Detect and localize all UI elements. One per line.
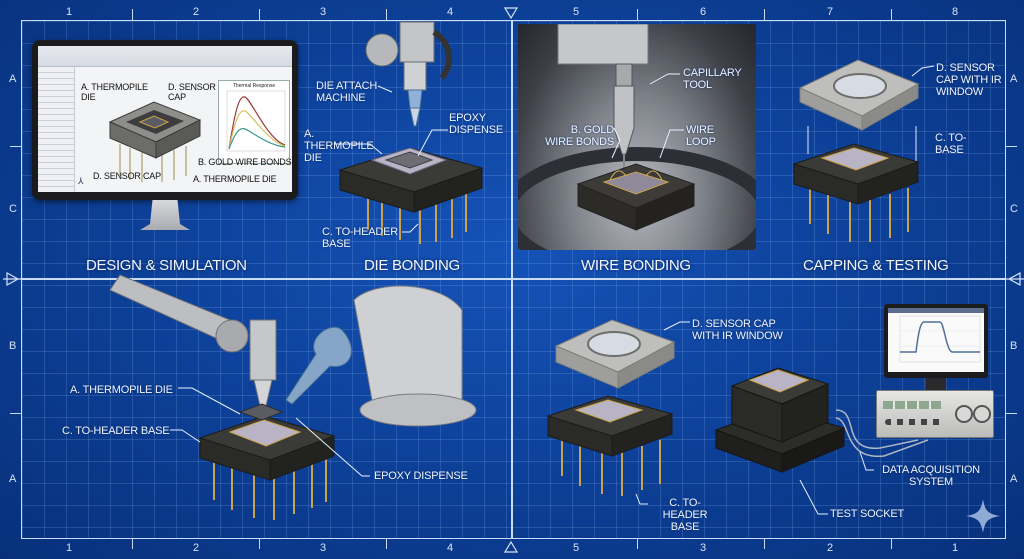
center-mark-top-icon: [503, 7, 519, 20]
thermal-response-chart: Thermal Response: [218, 80, 290, 164]
label-to-base: C. TO-BASE: [935, 132, 967, 156]
section-title-die-bonding: DIE BONDING: [364, 257, 460, 274]
cad-label-sensor-cap-bottom: D. SENSOR CAP: [93, 171, 161, 181]
to-header-capping-illustration: [792, 126, 920, 242]
ruler-top-label: 7: [827, 6, 834, 18]
daq-instrument: [876, 390, 994, 438]
label-test-socket: TEST SOCKET: [830, 508, 904, 520]
section-title-capping-testing: CAPPING & TESTING: [803, 257, 949, 274]
knob-icon: [955, 405, 973, 423]
ruler-right-label: B: [1010, 340, 1018, 352]
thermal-curves: [226, 90, 286, 152]
center-mark-bottom-icon: [503, 540, 519, 553]
die-attach-machine-illustration: [365, 21, 452, 127]
cad-feature-tree: [38, 67, 75, 192]
ruler-right-label: A: [1010, 473, 1018, 485]
label-capillary-tool: CAPILLARY TOOL: [683, 67, 742, 91]
daq-pulse-chart: [899, 315, 981, 363]
cad-monitor: Thermal Response A. THERMOPILE DIE D. SE…: [32, 40, 298, 200]
ruler-bottom-label: 5: [573, 542, 580, 554]
label-sensor-cap-ir-window-bottom: D. SENSOR CAP WITH IR WINDOW: [692, 318, 783, 342]
ruler-left-label: A: [9, 473, 17, 485]
quadrant-divider-vertical: [511, 20, 513, 539]
label-sensor-cap-ir-window-top: D. SENSOR CAP WITH IR WINDOW: [936, 62, 1002, 98]
wire-bonder-illustration: [518, 24, 756, 250]
center-mark-left-icon: [3, 271, 23, 287]
ruler-bottom-label: 3: [320, 542, 327, 554]
cad-label-thermopile-die-top: A. THERMOPILE DIE: [81, 82, 148, 102]
section-title-design-simulation: DESIGN & SIMULATION: [86, 257, 247, 274]
ruler-bottom-label: 2: [827, 542, 834, 554]
ruler-bottom-label: 3: [700, 542, 707, 554]
wire-bonding-photo: [518, 24, 756, 250]
sparkle-icon: [966, 499, 1000, 533]
label-epoxy-dispense-top: EPOXY DISPENSE: [449, 112, 504, 136]
cad-label-thermopile-die-bottom: A. THERMOPILE DIE: [193, 174, 277, 184]
to-header-capping-illustration-bottom: [546, 395, 674, 496]
ruler-top-label: 6: [700, 6, 707, 18]
to-header-epoxy-illustration: [198, 403, 336, 520]
robotic-arm-illustration: [109, 274, 477, 427]
sensor-cap-illustration-top: [798, 59, 920, 131]
ruler-right-label: A: [1010, 73, 1018, 85]
cad-label-sensor-cap-top: D. SENSOR CAP: [168, 82, 216, 102]
daq-screen: [888, 308, 984, 372]
ruler-top-label: 5: [573, 6, 580, 18]
ruler-left-label: B: [9, 340, 17, 352]
sensor-cap-illustration-bottom: [554, 319, 676, 389]
cad-ribbon: [38, 46, 292, 67]
cad-label-gold-wire-bonds: B. GOLD WIRE BONDS: [198, 157, 292, 167]
label-thermopile-die-top: A. THERMOPILE DIE: [304, 128, 374, 164]
label-to-header-base-top: C. TO-HEADER BASE: [322, 226, 399, 250]
ruler-left-label: C: [9, 203, 17, 215]
label-gold-wire-bonds: B. GOLD WIRE BONDS: [545, 124, 614, 148]
ruler-top-label: 2: [193, 6, 200, 18]
daq-monitor-stand: [926, 378, 946, 392]
label-epoxy-dispense-bottom: EPOXY DISPENSE: [374, 470, 468, 482]
ruler-bottom-label: 1: [66, 542, 73, 554]
label-die-attach-machine: DIE ATTACH MACHINE: [316, 80, 378, 104]
label-to-header-base-bottom-right: C. TO-HEADER BASE: [662, 497, 708, 533]
cad-screen: Thermal Response A. THERMOPILE DIE D. SE…: [38, 46, 292, 192]
ruler-bottom-label: 1: [952, 542, 959, 554]
quadrant-divider-horizontal: [21, 278, 1006, 280]
label-data-acquisition-system: DATA ACQUISITION SYSTEM: [882, 464, 980, 488]
ruler-left-label: A: [9, 73, 17, 85]
cad-sensor-model: [108, 101, 202, 182]
label-thermopile-die-bottom: A. THERMOPILE DIE: [70, 384, 173, 396]
ruler-top-label: 3: [320, 6, 327, 18]
daq-monitor: [884, 304, 988, 378]
label-wire-loop: WIRE LOOP: [686, 124, 716, 148]
ruler-bottom-label: 2: [193, 542, 200, 554]
center-mark-right-icon: [1004, 271, 1024, 287]
label-to-header-base-bottom: C. TO-HEADER BASE: [62, 425, 170, 437]
axis-triad-icon: ⅄: [78, 176, 84, 186]
ruler-top-label: 4: [447, 6, 454, 18]
ruler-top-label: 1: [66, 6, 73, 18]
ruler-top-label: 8: [952, 6, 959, 18]
section-title-wire-bonding: WIRE BONDING: [581, 257, 691, 274]
ruler-right-label: C: [1010, 203, 1018, 215]
test-socket-illustration: [714, 367, 846, 473]
to-header-die-bond-illustration: [338, 147, 484, 244]
ruler-bottom-label: 4: [447, 542, 454, 554]
knob-icon: [973, 405, 991, 423]
chart-title: Thermal Response: [232, 83, 276, 89]
